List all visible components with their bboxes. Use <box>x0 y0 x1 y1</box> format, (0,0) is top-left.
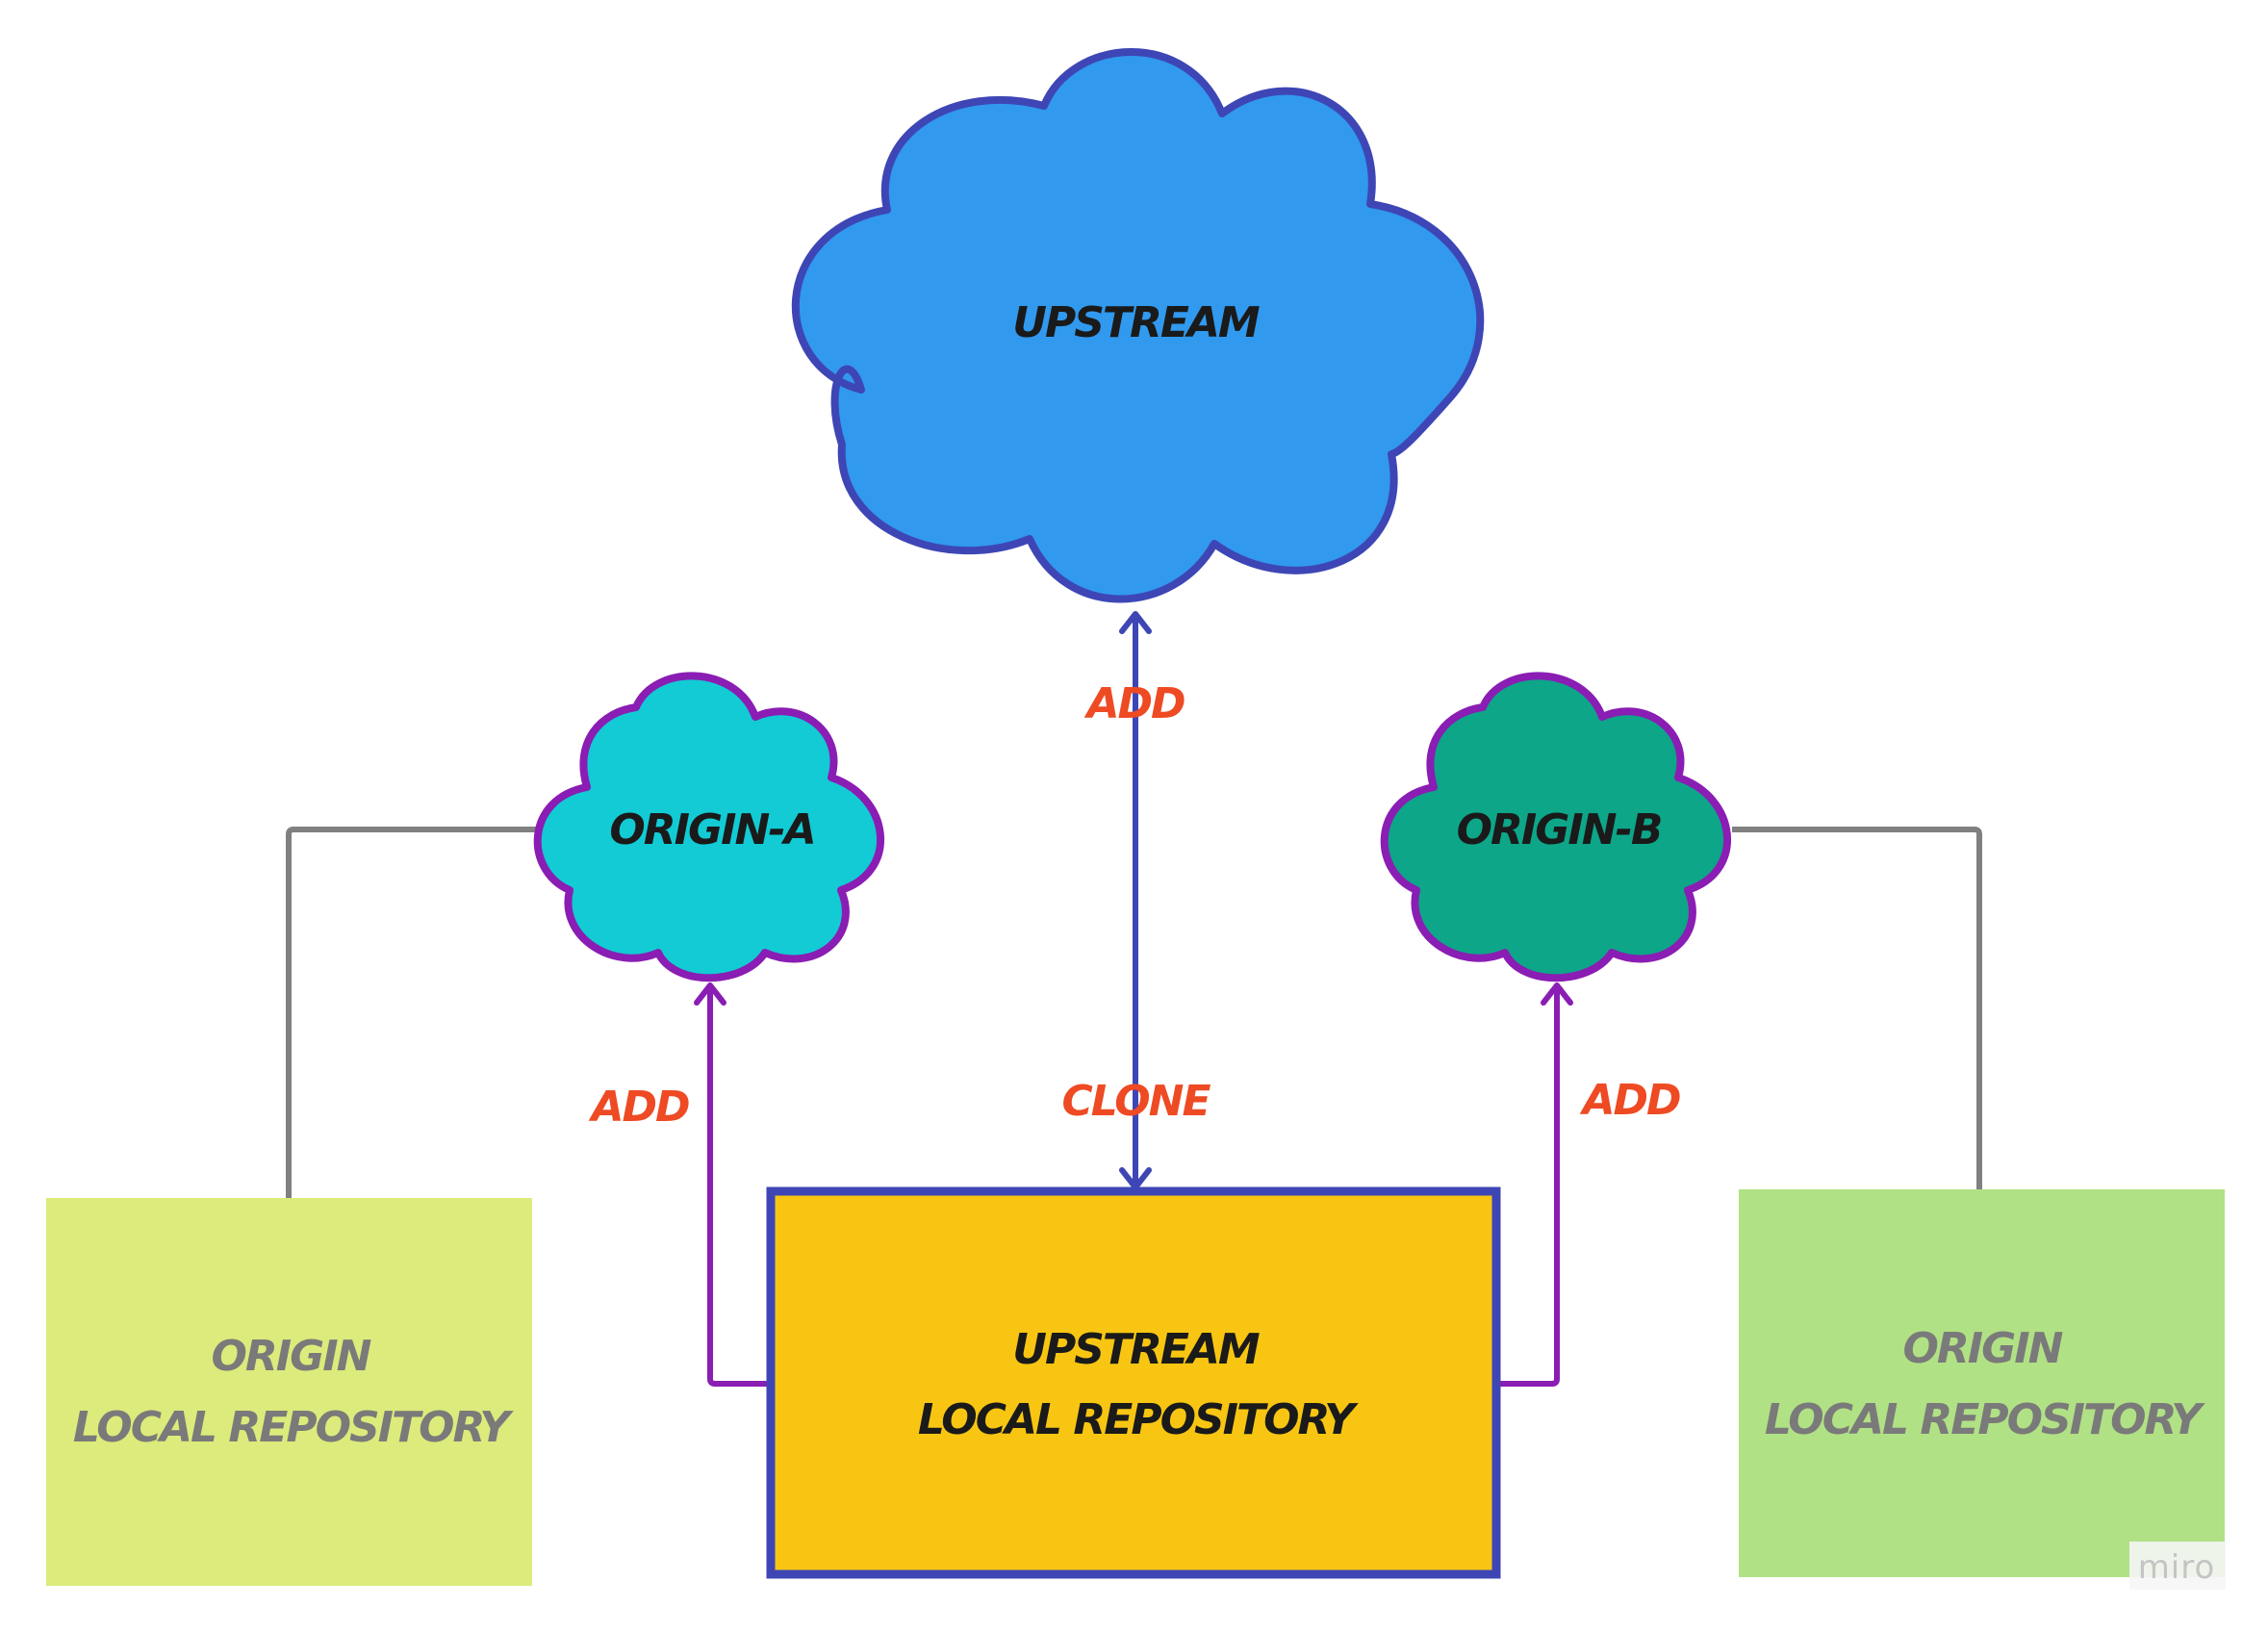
origin-repo-left-label-line1: ORIGIN <box>212 1332 371 1381</box>
origin-b-cloud[interactable] <box>1380 672 1732 982</box>
connector-origin-a-to-left-repo <box>286 827 539 1198</box>
edge-label-add-upstream: ADD <box>1083 679 1185 728</box>
origin-repo-right[interactable] <box>1739 1189 2225 1577</box>
upstream-repo[interactable] <box>766 1186 1501 1579</box>
origin-repo-left-label-line2: LOCAL REPOSITORY <box>73 1403 514 1452</box>
origin-repo-left[interactable] <box>46 1198 532 1586</box>
watermark-badge <box>2129 1542 2226 1590</box>
upstream-repo-label-line1: UPSTREAM <box>1012 1325 1260 1374</box>
watermark-text: miro <box>2138 1548 2216 1587</box>
upstream-repo-label-line2: LOCAL REPOSITORY <box>918 1395 1359 1444</box>
arrow-add-origin-a-head <box>694 982 726 1006</box>
origin-a-cloud[interactable] <box>533 672 885 982</box>
arrow-add-origin-b <box>1497 987 1560 1387</box>
arrow-add-origin-b-head <box>1541 982 1573 1006</box>
edge-label-clone: CLONE <box>1061 1077 1210 1126</box>
upstream-cloud-label: UPSTREAM <box>1012 298 1260 347</box>
upstream-cloud[interactable] <box>791 48 1485 603</box>
origin-b-label: ORIGIN-B <box>1457 805 1662 854</box>
connector-origin-b-to-right-repo <box>1732 827 1982 1189</box>
origin-a-label: ORIGIN-A <box>609 805 814 854</box>
arrow-upstream-head-top <box>1119 611 1152 634</box>
edge-label-add-origin-b: ADD <box>1579 1076 1680 1125</box>
edge-label-add-origin-a: ADD <box>588 1083 689 1132</box>
origin-repo-right-label-line1: ORIGIN <box>1903 1324 2063 1373</box>
origin-repo-right-label-line2: LOCAL REPOSITORY <box>1765 1395 2205 1444</box>
arrow-add-origin-a <box>707 987 770 1387</box>
